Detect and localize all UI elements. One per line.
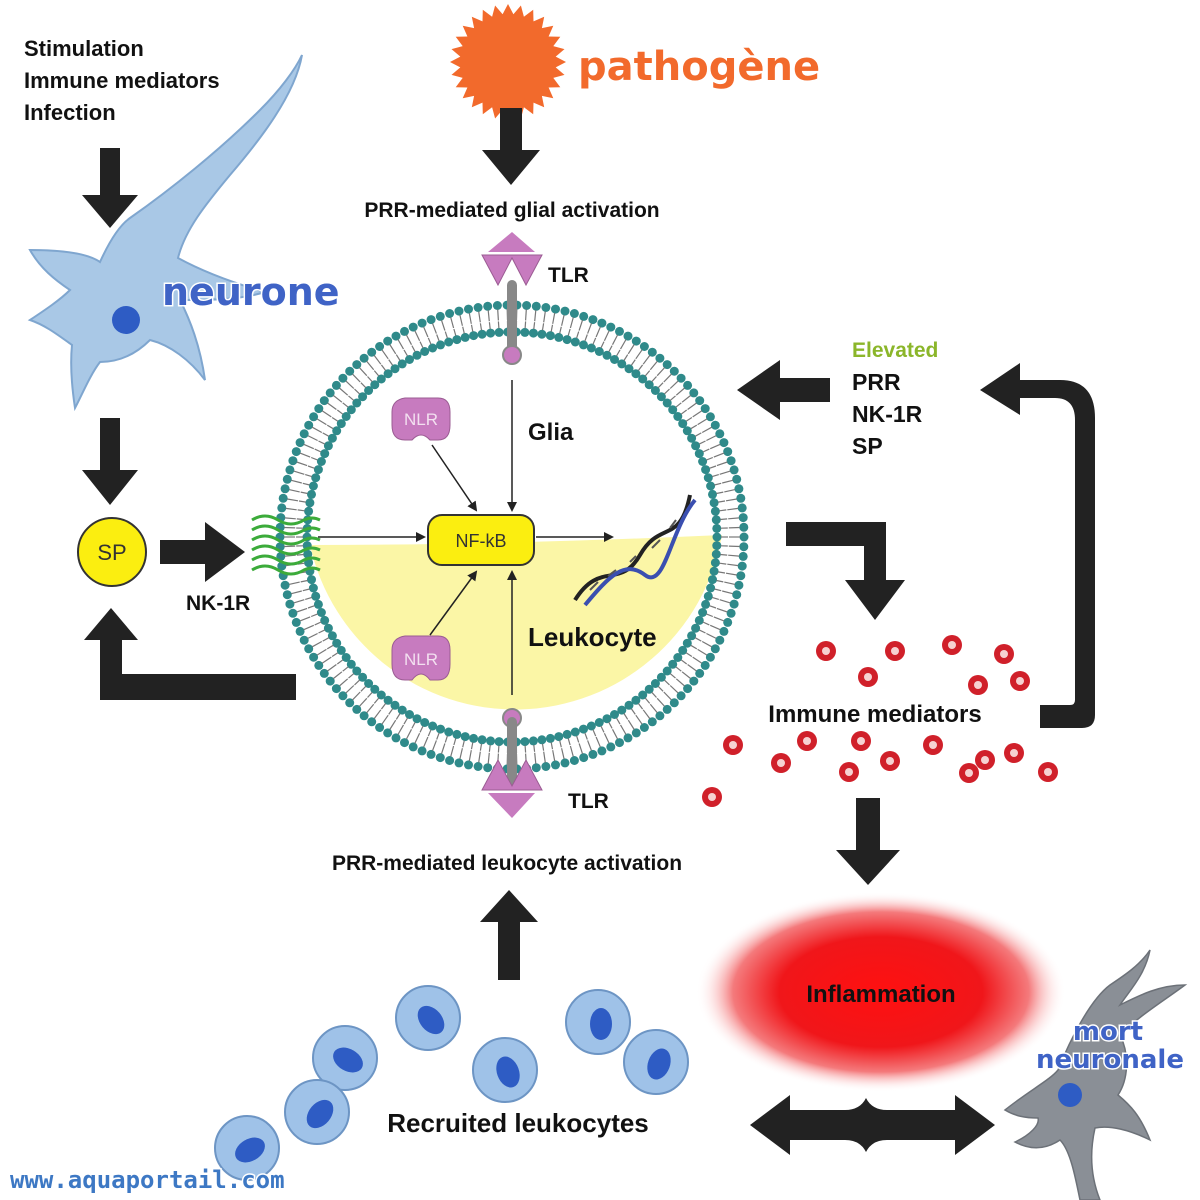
leukocyte-cell-icon — [214, 1115, 280, 1181]
prr-glial-label: PRR-mediated glial activation — [364, 199, 659, 222]
elevated-item-prr: PRR — [852, 369, 901, 395]
elevated-item-sp: SP — [852, 433, 883, 459]
leukocyte-cell-icon — [472, 1037, 538, 1103]
sp-circle: SP — [77, 517, 147, 587]
recruited-leukocytes — [214, 985, 689, 1181]
nfkb-box: NF-kB — [427, 514, 535, 566]
pathogen-label: pathogène — [578, 44, 820, 90]
tlr-receptor-icon — [481, 232, 543, 365]
pathogen-body — [450, 4, 566, 120]
leukocyte-cell-icon — [395, 985, 461, 1051]
sp-label: SP — [97, 540, 126, 565]
elevated-label: Elevated — [852, 339, 938, 362]
arrow-mediators-to-inflammation — [836, 798, 900, 885]
elevated-item-nk1r: NK-1R — [852, 401, 923, 427]
tlr-top-label: TLR — [548, 264, 589, 287]
arrow-recruited-to-leukocyte — [480, 890, 538, 980]
dna-icon — [573, 494, 697, 607]
immune-mediators-top-label: Immune mediators — [24, 68, 220, 93]
nlr-bottom-icon: NLR — [391, 635, 451, 681]
neurone-label: neurone — [162, 270, 340, 314]
tlr-bottom-label: TLR — [568, 790, 609, 813]
nlr-top-label: NLR — [404, 410, 438, 429]
prr-leukocyte-label: PRR-mediated leukocyte activation — [332, 852, 682, 875]
leukocyte-cell-icon — [623, 1029, 689, 1095]
watermark: www.aquaportail.com — [10, 1166, 285, 1194]
nk1r-receptor-icon — [251, 514, 321, 576]
stimulation-label: Stimulation — [24, 36, 144, 61]
feedback-loop-arrow — [980, 363, 1095, 728]
nfkb-label: NF-kB — [456, 531, 507, 551]
leukocyte-label: Leukocyte — [528, 622, 657, 652]
leukocyte-cell-icon — [284, 1079, 350, 1145]
tlr-receptor-bottom-icon — [481, 708, 543, 818]
nk1r-left-label: NK-1R — [186, 592, 250, 615]
pathogen-icon — [450, 4, 566, 120]
arrow-down-to-neuron — [82, 148, 138, 228]
nlr-bottom-label: NLR — [404, 650, 438, 669]
leukocyte-cell-icon — [312, 1025, 378, 1091]
neuronale-label: neuronale — [1036, 1045, 1184, 1075]
signal-arrows — [318, 380, 614, 695]
arrow-cell-to-mediators — [786, 522, 905, 620]
mort-label: mort — [1073, 1017, 1143, 1047]
inflammation-label: Inflammation — [806, 981, 955, 1008]
neuron-icon — [27, 54, 303, 412]
arrow-pathogen-to-glia — [482, 108, 540, 185]
immune-mediators-label: Immune mediators — [768, 701, 981, 728]
infection-label: Infection — [24, 100, 116, 125]
mediator-dots — [702, 635, 1058, 807]
arrow-sp-to-nk1r — [160, 522, 245, 582]
leukocyte-cell-icon — [565, 989, 631, 1055]
arrow-neuron-to-sp — [82, 418, 138, 505]
return-arrow-shape — [84, 608, 296, 700]
arrow-elevated-to-cell — [737, 360, 830, 420]
glia-label: Glia — [528, 419, 574, 446]
recruited-label: Recruited leukocytes — [387, 1108, 649, 1138]
inflammation-blob: Inflammation — [696, 892, 1066, 1092]
double-arrow — [750, 1095, 995, 1155]
dead-neuron-icon — [1003, 949, 1188, 1200]
nlr-top-icon: NLR — [391, 397, 451, 441]
